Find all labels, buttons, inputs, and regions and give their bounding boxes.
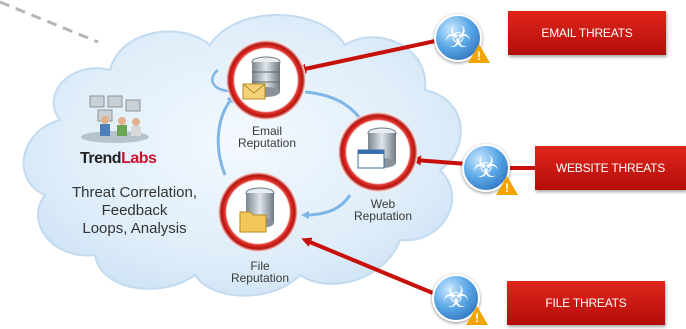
warning-mark: ! [477,49,481,63]
warning-icon [496,176,518,195]
warning-icon [468,44,490,63]
correlation-caption: Threat Correlation, Feedback Loops, Anal… [52,184,217,238]
team-icon [81,95,149,143]
trendlabs-logo: TrendLabs [80,150,157,168]
caption-line-1: Threat Correlation, [71,184,198,201]
email-label-line-2: Reputation [237,136,297,150]
web-label-line-1: Web [370,197,396,211]
caption-line-3: Loops, Analysis [82,220,187,237]
cycle-arrow-web-file [301,194,352,219]
warning-icon [466,306,488,325]
file-reputation-label: File Reputation [205,260,315,284]
file-reputation-node [218,172,298,252]
brand-prefix: Trend [80,150,122,167]
web-label-line-2: Reputation [353,209,413,223]
email-reputation-node [226,40,306,120]
email-label-line-1: Email [251,124,282,138]
caption-line-2: Feedback [101,202,168,219]
cloud-shape [22,14,462,297]
email-threat-arrow [296,38,441,74]
warning-mark: ! [505,181,509,195]
website-threats-label: WEBSITE THREATS [535,146,686,190]
dashed-connector [0,0,99,44]
file-label-line-1: File [250,259,270,273]
web-reputation-label: Web Reputation [328,198,438,222]
file-label-line-2: Reputation [230,271,290,285]
warning-mark: ! [475,311,479,325]
file-threat-arrow [301,237,441,298]
email-threats-label: EMAIL THREATS [508,11,666,55]
file-threats-label: FILE THREATS [507,281,665,325]
cycle-arrow-file-email [216,94,235,176]
email-reputation-label: Email Reputation [212,125,322,149]
brand-suffix: Labs [121,150,157,167]
web-reputation-node [338,112,418,192]
